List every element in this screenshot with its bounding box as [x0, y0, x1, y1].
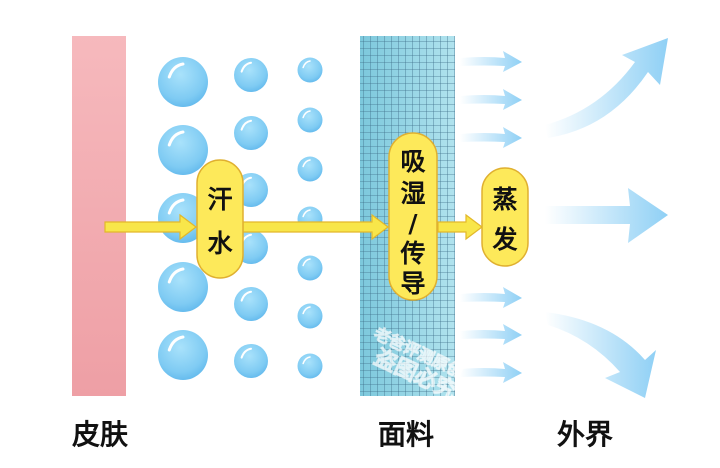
sweat-pill-char: 汗	[207, 185, 232, 214]
water-droplet	[297, 57, 323, 83]
main-flow-arrow	[104, 213, 483, 241]
droplet-highlight	[302, 60, 311, 69]
label-skin: 皮肤	[72, 418, 129, 451]
water-droplet	[158, 57, 208, 107]
water-droplet	[234, 287, 268, 321]
straight-arrow	[545, 188, 668, 243]
small-flow-arrow	[460, 127, 522, 148]
wicking-pill-char: /	[408, 209, 418, 238]
label-fabric: 面料	[378, 418, 434, 451]
droplet-highlight	[240, 119, 253, 131]
curved-arrow-down	[545, 312, 656, 398]
small-flow-arrow	[460, 89, 522, 110]
water-droplet	[234, 344, 268, 378]
droplet-highlight	[167, 62, 185, 79]
droplet-highlight	[302, 258, 311, 267]
water-droplet	[297, 156, 323, 182]
small-flow-arrow	[460, 324, 522, 345]
evaporate-pill: 蒸 发	[481, 167, 529, 267]
droplet-highlight	[240, 290, 253, 302]
droplet-highlight	[302, 356, 311, 365]
water-droplet	[297, 107, 323, 133]
droplet-highlight	[167, 267, 185, 284]
water-droplet	[158, 330, 208, 380]
wicking-pill: 吸 湿 / 传 导	[388, 132, 438, 301]
wicking-pill-char: 湿	[400, 179, 425, 208]
droplet-highlight	[302, 110, 311, 119]
skin-layer	[72, 36, 126, 396]
small-flow-arrow	[460, 287, 522, 308]
water-droplet	[158, 262, 208, 312]
small-flow-arrow	[460, 362, 522, 383]
droplet-highlight	[302, 159, 311, 168]
curved-arrow-up	[545, 38, 668, 138]
water-droplet	[234, 58, 268, 92]
wicking-pill-char: 吸	[400, 147, 425, 176]
water-droplet	[297, 303, 323, 329]
small-flow-arrows	[460, 51, 522, 383]
wicking-pill-char: 传	[399, 239, 425, 268]
sweat-pill-char: 水	[207, 229, 233, 258]
evaporate-pill-char: 蒸	[492, 185, 517, 214]
droplet-highlight	[240, 347, 253, 359]
water-droplet	[297, 353, 323, 379]
droplet-highlight	[240, 61, 253, 73]
big-flow-arrows	[545, 38, 668, 398]
droplet-highlight	[302, 306, 311, 315]
water-droplet	[234, 116, 268, 150]
water-droplet	[158, 125, 208, 175]
wicking-pill-char: 导	[400, 269, 425, 298]
droplet-highlight	[167, 335, 185, 352]
water-droplet	[297, 255, 323, 281]
droplet-highlight	[167, 198, 185, 215]
droplet-highlight	[167, 130, 185, 147]
label-outside: 外界	[557, 418, 613, 451]
sweat-pill: 汗 水	[196, 159, 244, 279]
droplet-highlight	[302, 209, 311, 218]
small-flow-arrow	[460, 51, 522, 72]
evaporate-pill-char: 发	[491, 225, 517, 254]
watermark: 老爸评测原创 盗图必究	[370, 323, 467, 406]
